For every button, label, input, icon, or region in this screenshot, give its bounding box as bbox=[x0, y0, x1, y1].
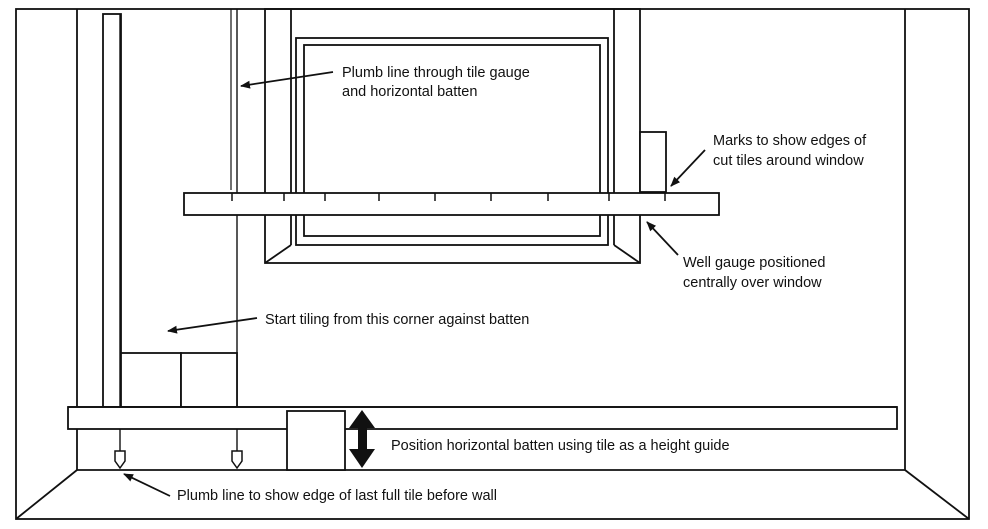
plumb-bob-right bbox=[231, 450, 243, 470]
window-frame-inner bbox=[303, 44, 601, 237]
window-recess bbox=[264, 8, 641, 264]
arrow-well-gauge bbox=[646, 221, 679, 256]
corner-tile-1 bbox=[120, 352, 182, 408]
window-frame-outer bbox=[295, 37, 609, 246]
plumb-bobs bbox=[114, 450, 243, 470]
floor-corner-left bbox=[15, 469, 78, 520]
cut-tile-marker-piece bbox=[639, 131, 667, 193]
arrow-plumb-line-gauge bbox=[240, 71, 334, 89]
label-start-tiling: Start tiling from this corner against ba… bbox=[265, 312, 529, 328]
label-marks-edges: Marks to show edges of cut tiles around … bbox=[713, 133, 870, 169]
plumb-bob-left bbox=[114, 450, 126, 470]
horizontal-batten bbox=[67, 406, 898, 430]
vertical-batten bbox=[102, 13, 122, 408]
corner-tile-2 bbox=[180, 352, 238, 408]
arrow-start-tiling bbox=[167, 317, 258, 334]
height-guide-tile bbox=[286, 410, 346, 471]
label-plumb-line-gauge: Plumb line through tile gauge and horizo… bbox=[342, 65, 534, 100]
window-sill-left-bevel bbox=[264, 244, 292, 264]
gauge-tick-marks bbox=[231, 193, 666, 201]
label-position-batten: Position horizontal batten using tile as… bbox=[391, 438, 730, 454]
arrow-marks-edges bbox=[670, 149, 706, 187]
label-well-gauge: Well gauge positioned centrally over win… bbox=[683, 255, 829, 291]
floor-corner-right bbox=[904, 469, 970, 520]
height-double-arrow bbox=[349, 410, 375, 468]
arrow-plumb-line-last-tile bbox=[123, 473, 171, 497]
label-plumb-line-last-tile: Plumb line to show edge of last full til… bbox=[177, 488, 497, 504]
tile-gauge bbox=[183, 192, 720, 216]
window-sill-right-bevel bbox=[613, 244, 641, 264]
